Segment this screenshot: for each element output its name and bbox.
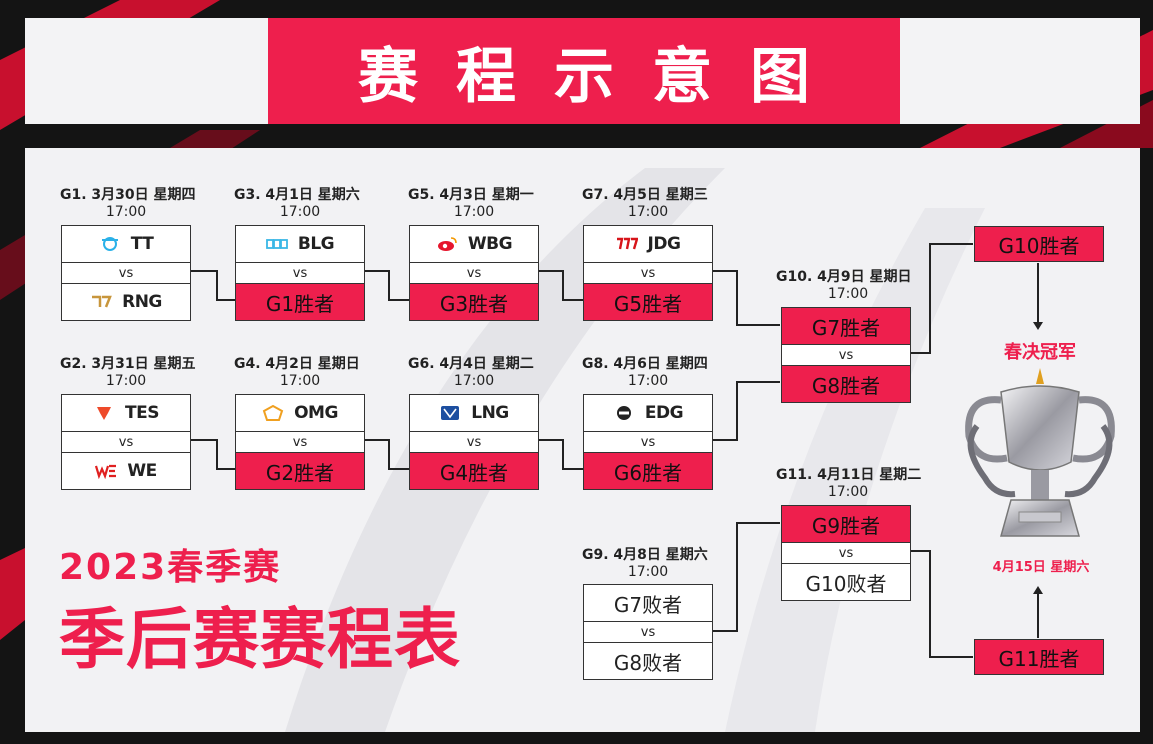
team-row-loser: G8败者: [613, 650, 683, 675]
team-name: TT: [130, 234, 154, 254]
we-logo-icon: [95, 463, 117, 479]
match-time-g6: 17:00: [453, 373, 495, 389]
vs-label: vs: [62, 262, 190, 284]
team-row-winner: G4胜者: [410, 453, 538, 489]
team-row-winner: G5胜者: [584, 284, 712, 320]
match-time-g9: 17:00: [627, 564, 669, 580]
team-name: JDG: [647, 234, 681, 254]
match-time-g10: 17:00: [827, 286, 869, 302]
vs-label: vs: [236, 431, 364, 453]
match-card-g7[interactable]: JDG vs G5胜者: [583, 225, 713, 321]
match-time-g1: 17:00: [105, 204, 147, 220]
team-row-lng: LNG: [410, 395, 538, 431]
team-name: EDG: [644, 403, 684, 423]
match-card-g6[interactable]: LNG vs G4胜者: [409, 394, 539, 490]
team-row-loser: G7败者: [613, 592, 683, 617]
schedule-title: 季后赛赛程表: [59, 601, 461, 678]
match-label-g9: G9. 4月8日 星期六: [582, 547, 708, 563]
bracket-connectors: [191, 243, 1043, 658]
team-row-tt: TT: [62, 226, 190, 262]
match-time-g8: 17:00: [627, 373, 669, 389]
match-card-g3[interactable]: BLG vs G1胜者: [235, 225, 365, 321]
team-row-winner: G2胜者: [236, 453, 364, 489]
trophy-icon: [965, 368, 1115, 537]
team-row-edg: EDG: [584, 395, 712, 431]
team-row-we: WE: [62, 453, 190, 489]
team-name: LNG: [471, 403, 509, 423]
match-card-g5[interactable]: WBG vs G3胜者: [409, 225, 539, 321]
blg-logo-icon: [265, 236, 288, 252]
team-name: OMG: [294, 403, 338, 423]
match-label-g8: G8. 4月6日 星期四: [582, 356, 708, 372]
team-name: WE: [127, 461, 157, 481]
vs-label: vs: [62, 431, 190, 453]
vs-label: vs: [584, 262, 712, 284]
match-time-g2: 17:00: [105, 373, 147, 389]
team-row-blg: BLG: [236, 226, 364, 262]
final-slot-top[interactable]: G10胜者: [974, 226, 1104, 262]
page-title: 赛程示意图: [268, 18, 900, 124]
final-date: 4月15日 星期六: [992, 560, 1090, 575]
team-row-winner: G3胜者: [410, 284, 538, 320]
bracket-panel: G1. 3月30日 星期四 17:00 TT vs RNG G2. 3月31日 …: [25, 148, 1140, 732]
team-row-wbg: WBG: [410, 226, 538, 262]
match-time-g3: 17:00: [279, 204, 321, 220]
match-label-g1: G1. 3月30日 星期四: [60, 187, 196, 203]
vs-label: vs: [584, 431, 712, 453]
match-card-g2[interactable]: TES vs WE: [61, 394, 191, 490]
team-row-winner: G7胜者: [782, 308, 910, 344]
lng-logo-icon: [439, 405, 461, 421]
tes-logo-icon: [93, 405, 115, 421]
rng-logo-icon: [90, 294, 112, 310]
match-label-g7: G7. 4月5日 星期三: [582, 187, 708, 203]
jdg-logo-icon: [616, 236, 638, 252]
match-label-g11: G11. 4月11日 星期二: [776, 467, 922, 483]
team-name: TES: [125, 403, 159, 423]
team-row-omg: OMG: [236, 395, 364, 431]
match-time-g5: 17:00: [453, 204, 495, 220]
match-label-g6: G6. 4月4日 星期二: [408, 356, 534, 372]
match-card-g4[interactable]: OMG vs G2胜者: [235, 394, 365, 490]
team-name: WBG: [467, 234, 513, 254]
omg-logo-icon: [262, 405, 284, 421]
vs-label: vs: [410, 262, 538, 284]
team-row-loser: G10败者: [805, 571, 887, 596]
team-row-winner: G9胜者: [782, 506, 910, 542]
match-time-g11: 17:00: [827, 484, 869, 500]
match-card-g8[interactable]: EDG vs G6胜者: [583, 394, 713, 490]
tt-logo-icon: [99, 236, 121, 252]
match-label-g10: G10. 4月9日 星期日: [776, 269, 912, 285]
final-slot-bottom[interactable]: G11胜者: [974, 639, 1104, 675]
team-name: BLG: [297, 234, 335, 254]
match-time-g4: 17:00: [279, 373, 321, 389]
match-card-g9[interactable]: G7败者 vs G8败者: [583, 584, 713, 680]
team-row-rng: RNG: [62, 284, 190, 320]
team-row-tes: TES: [62, 395, 190, 431]
match-card-g1[interactable]: TT vs RNG: [61, 225, 191, 321]
team-row-jdg: JDG: [584, 226, 712, 262]
match-label-g4: G4. 4月2日 星期日: [234, 356, 360, 372]
vs-label: vs: [236, 262, 364, 284]
team-name: RNG: [122, 292, 162, 312]
vs-label: vs: [584, 621, 712, 643]
vs-label: vs: [782, 344, 910, 366]
match-time-g7: 17:00: [627, 204, 669, 220]
season-title: 2023春季赛: [59, 547, 282, 588]
wbg-logo-icon: [436, 236, 458, 252]
vs-label: vs: [410, 431, 538, 453]
match-label-g2: G2. 3月31日 星期五: [60, 356, 196, 372]
match-card-g10[interactable]: G7胜者 vs G8胜者: [781, 307, 911, 403]
match-card-g11[interactable]: G9胜者 vs G10败者: [781, 505, 911, 601]
match-label-g5: G5. 4月3日 星期一: [408, 187, 534, 203]
team-row-winner: G8胜者: [782, 366, 910, 402]
match-label-g3: G3. 4月1日 星期六: [234, 187, 360, 203]
champion-title: 春决冠军: [1004, 342, 1076, 363]
edg-logo-icon: [613, 405, 635, 421]
team-row-winner: G1胜者: [236, 284, 364, 320]
team-row-winner: G6胜者: [584, 453, 712, 489]
vs-label: vs: [782, 542, 910, 564]
